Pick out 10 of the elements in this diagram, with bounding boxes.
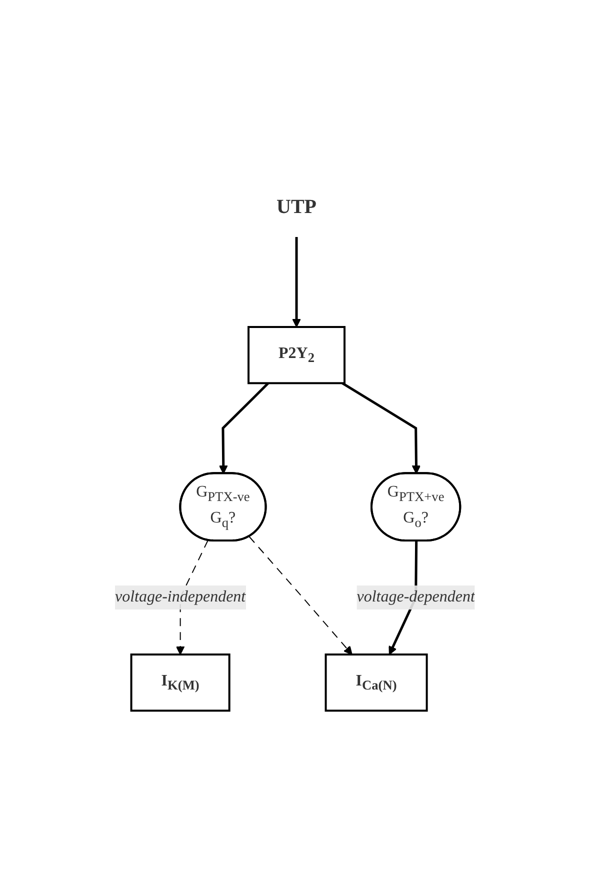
node-box: I$_{K(M)}$ <box>130 653 230 712</box>
node-box: I$_{Ca(N)}$ <box>324 653 428 712</box>
arrow <box>248 536 352 655</box>
edge-label: voltage-dependent <box>356 588 474 606</box>
node-box: P2Y$_{2}$ <box>247 326 346 384</box>
node-text: UTP <box>276 196 316 218</box>
arrow <box>292 236 300 328</box>
arrow <box>218 382 269 474</box>
arrow <box>341 382 420 474</box>
edge-label: voltage-independent <box>114 588 246 606</box>
